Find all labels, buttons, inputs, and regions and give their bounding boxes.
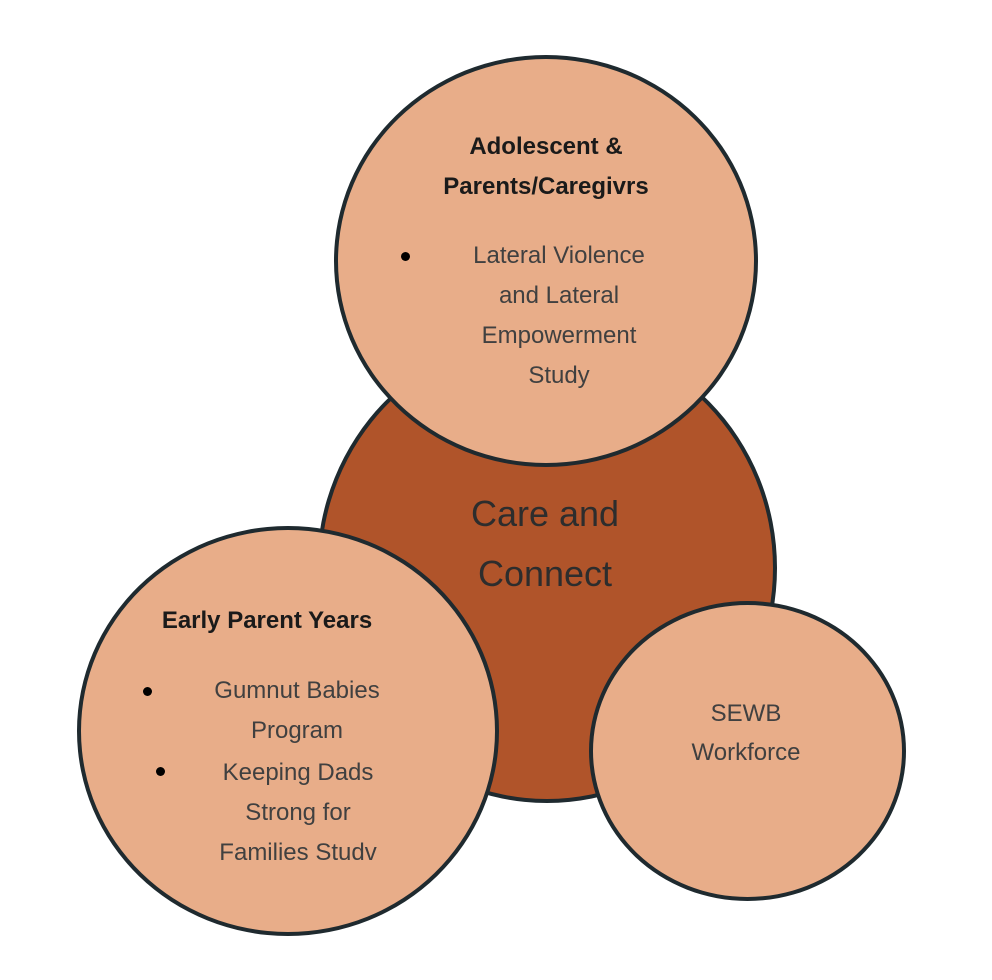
left-item-1-line2: Program (250, 717, 344, 744)
left-heading: Early Parent Years (161, 607, 373, 634)
top-item-1-line4: Study (528, 362, 590, 389)
top-item-1-line2: and Lateral (498, 282, 620, 309)
left-bullet-1 (143, 687, 152, 696)
early-parent-years-circle (77, 526, 499, 936)
top-item-1-line1: Lateral Violence (473, 242, 645, 269)
sewb-workforce-circle (589, 601, 906, 901)
left-item-2-line3: Families Studv (219, 839, 377, 866)
center-label-line1: Care and (470, 493, 620, 534)
right-label-line2: Workforce (691, 739, 801, 766)
top-item-1-line3: Empowerment (481, 322, 637, 349)
right-label-line1: SEWB (710, 700, 782, 727)
left-item-1-line1: Gumnut Babies (214, 677, 380, 704)
adolescent-parents-circle (334, 55, 758, 467)
left-item-2-line2: Strong for (245, 799, 351, 826)
left-item-2-line1: Keeping Dads (222, 759, 374, 786)
left-bullet-2 (156, 767, 165, 776)
top-heading-line2: Parents/Caregivrs (443, 173, 649, 200)
center-label-line2: Connect (477, 553, 613, 594)
top-bullet-1 (401, 252, 410, 261)
top-heading-line1: Adolescent & (469, 133, 623, 160)
